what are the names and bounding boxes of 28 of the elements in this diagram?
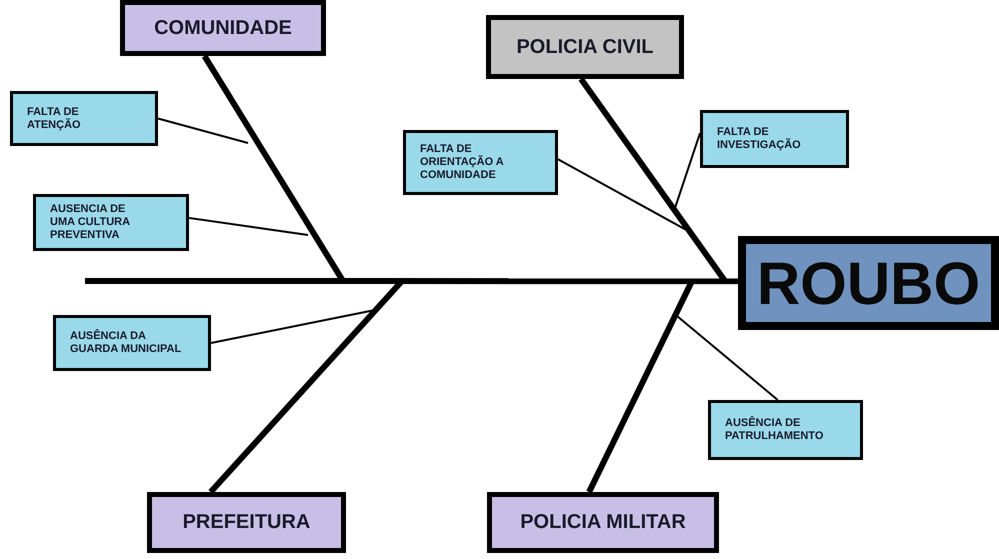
cause-box <box>700 110 849 168</box>
leader-line <box>188 216 308 236</box>
cause-label: AUSÊNCIA DE PATRULHAMENTO <box>725 417 824 443</box>
category-box <box>120 0 326 56</box>
cause-label: FALTA DE INVESTIGAÇÃO <box>717 126 802 152</box>
effect-label: ROUBO <box>756 248 980 318</box>
cause-box <box>403 130 558 195</box>
leader-line <box>674 132 701 208</box>
category-box <box>486 15 684 79</box>
category-box <box>147 492 346 553</box>
leader-line <box>158 118 248 144</box>
spine-line <box>85 278 738 284</box>
cause-box <box>33 194 189 251</box>
cause-label: AUSENCIA DE UMA CULTURA PREVENTIVA <box>50 203 131 242</box>
leader-line <box>210 309 376 344</box>
leader-line <box>676 315 778 401</box>
cause-label: FALTA DE ATENÇÃO <box>27 106 82 132</box>
category-label: COMUNIDADE <box>154 16 292 40</box>
cause-box <box>10 91 158 146</box>
category-box <box>487 492 719 553</box>
cause-box <box>708 400 863 460</box>
cause-label: AUSÊNCIA DA GUARDA MUNICIPAL <box>70 330 182 356</box>
category-label: PREFEITURA <box>182 511 310 534</box>
category-label: POLICIA MILITAR <box>520 511 686 534</box>
category-label: POLICIA CIVIL <box>516 36 654 58</box>
effect-box <box>738 236 999 330</box>
cause-box <box>53 315 211 371</box>
cause-label: FALTA DE ORIENTAÇÃO A COMUNIDADE <box>420 143 504 182</box>
